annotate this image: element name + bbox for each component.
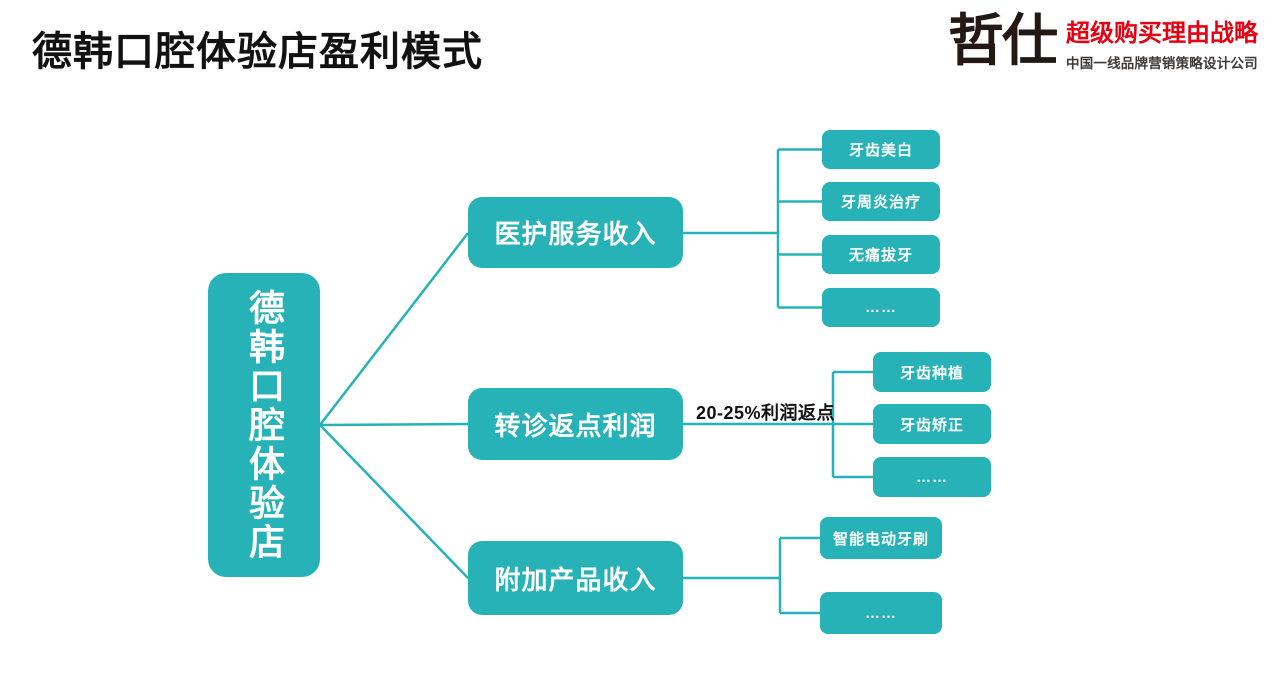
leaf-label: 牙周炎治疗 [840,194,921,211]
leaf-node-more-services: …… [822,288,940,327]
root-node: 德韩口腔体验店 [208,273,320,577]
edge-label-rebate-rate: 20-25%利润返点 [696,403,836,423]
leaf-node-painless-tooth-extraction: 无痛拔牙 [822,235,940,274]
leaf-label: …… [865,299,897,316]
leaf-node-more-referrals: …… [873,457,991,497]
branch-label: 医护服务收入 [494,219,657,249]
leaf-label: 智能电动牙刷 [832,530,929,548]
leaf-label: 牙齿矫正 [899,416,964,434]
leaf-node-periodontitis-treatment: 牙周炎治疗 [822,182,940,221]
leaf-node-smart-electric-toothbrush: 智能电动牙刷 [820,517,942,559]
branch-node-addon-product-revenue: 附加产品收入 [468,541,683,615]
branch-node-referral-rebate-profit: 转诊返点利润 [468,388,683,460]
branch-node-medical-service-revenue: 医护服务收入 [468,197,683,268]
leaf-node-more-products: …… [820,592,942,634]
leaf-node-teeth-whitening: 牙齿美白 [822,130,940,169]
page-title: 德韩口腔体验店盈利模式 [32,30,483,74]
leaf-label: 牙齿美白 [848,142,913,159]
leaf-label: …… [916,468,948,486]
root-node-label: 德韩口腔体验店 [244,288,285,562]
brand-logo: 哲仕 超级购买理由战略 中国一线品牌营销策略设计公司 [948,9,1258,72]
brand-logo-text: 哲仕 [948,9,1058,72]
branch-label: 转诊返点利润 [494,410,657,441]
leaf-node-teeth-orthodontics: 牙齿矫正 [873,404,991,444]
leaf-node-dental-implant: 牙齿种植 [873,352,991,392]
brand-subtitle: 中国一线品牌营销策略设计公司 [1066,56,1258,72]
brand-logo-text-block: 超级购买理由战略 中国一线品牌营销策略设计公司 [1066,12,1258,72]
branch-label: 附加产品收入 [494,564,657,595]
leaf-label: 牙齿种植 [899,364,964,382]
leaf-label: …… [865,604,897,622]
leaf-label: 无痛拔牙 [848,247,913,264]
brand-tagline: 超级购买理由战略 [1066,20,1258,47]
